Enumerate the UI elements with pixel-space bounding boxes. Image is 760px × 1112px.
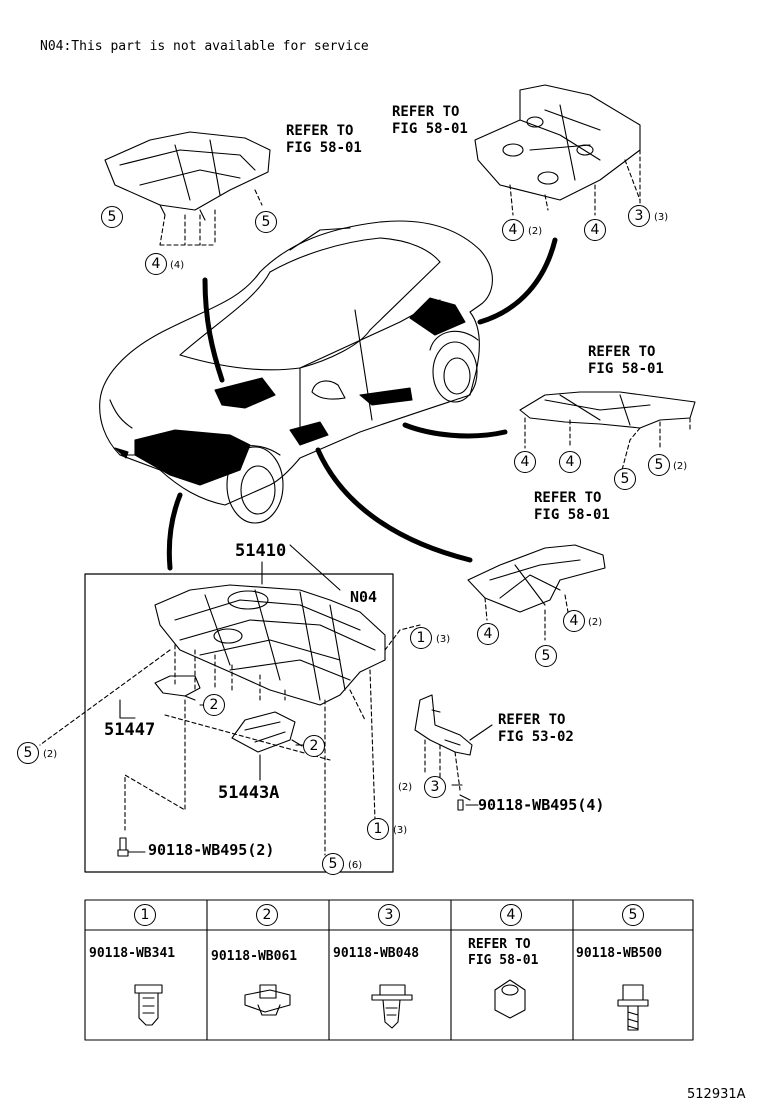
- callout-leaders: [199, 544, 479, 806]
- callout-4: 4: [514, 451, 536, 473]
- refer-fig-58-01-topleft: REFER TO FIG 58-01: [286, 123, 362, 156]
- callout-4: 4: [145, 253, 167, 275]
- callout-1: 1: [367, 818, 389, 840]
- callout-4: 4: [563, 610, 585, 632]
- refer-fig-58-01-middle: REFER TO FIG 58-01: [588, 344, 664, 377]
- qty-3: (3): [654, 212, 669, 223]
- bolt-icon-left: [117, 837, 146, 857]
- callout-5: 5: [322, 853, 344, 875]
- callout-4: 4: [502, 219, 524, 241]
- shield-front-left: [104, 131, 271, 246]
- callout-5: 5: [614, 468, 636, 490]
- callout-5: 5: [17, 742, 39, 764]
- qty-2: (2): [398, 782, 413, 793]
- shield-center-right: [519, 391, 696, 471]
- legend-table: [84, 899, 694, 1041]
- bolt-label-left: 90118-WB495(2): [148, 841, 275, 859]
- callout-5: 5: [648, 454, 670, 476]
- callout-2: 2: [303, 735, 325, 757]
- legend-clip-1: [134, 984, 163, 1026]
- callout-3: 3: [628, 205, 650, 227]
- shield-rear-right: [474, 84, 641, 216]
- legend-clip-3: [371, 984, 413, 1029]
- part-number-51410: 51410: [235, 541, 287, 561]
- qty-2: (2): [43, 749, 58, 760]
- refer-fig-53-02: REFER TO FIG 53-02: [498, 712, 574, 745]
- callout-5: 5: [101, 206, 123, 228]
- legend-label-1: 90118-WB341: [89, 946, 176, 961]
- callout-3: 3: [424, 776, 446, 798]
- callout-1: 1: [410, 627, 432, 649]
- legend-label-5: 90118-WB500: [576, 946, 663, 961]
- legend-label-4: REFER TO FIG 58-01: [468, 937, 539, 968]
- part-number-51447: 51447: [104, 720, 156, 740]
- main-shield-51410: [39, 584, 421, 856]
- legend-header-4: 4: [500, 904, 522, 926]
- shield-rear-lower: [467, 544, 606, 641]
- bolt-label-right: 90118-WB495(4): [478, 796, 605, 814]
- qty-3: (3): [393, 825, 408, 836]
- legend-header-2: 2: [256, 904, 278, 926]
- callout-4: 4: [584, 219, 606, 241]
- qty-4: (4): [170, 260, 185, 271]
- callout-4: 4: [559, 451, 581, 473]
- label-n04: N04: [350, 588, 378, 606]
- leader-curves: [166, 237, 558, 571]
- callout-4: 4: [477, 623, 499, 645]
- qty-6: (6): [348, 860, 363, 871]
- figure-id: 512931A: [687, 1087, 746, 1102]
- refer-fig-58-01-topright: REFER TO FIG 58-01: [392, 104, 468, 137]
- legend-nut-2: [244, 984, 291, 1016]
- bracket-fig-53-02: [414, 694, 493, 811]
- detail-box: [84, 573, 394, 873]
- qty-2: (2): [528, 226, 543, 237]
- legend-header-3: 3: [378, 904, 400, 926]
- legend-header-5: 5: [622, 904, 644, 926]
- callout-2: 2: [203, 694, 225, 716]
- part-51443a-bracket: [231, 711, 303, 781]
- callout-5: 5: [255, 211, 277, 233]
- legend-label-3: 90118-WB048: [333, 946, 420, 961]
- part-number-51443a: 51443A: [218, 783, 280, 803]
- legend-label-2: 90118-WB061: [211, 949, 298, 964]
- legend-nut-4: [494, 979, 526, 1019]
- qty-2: (2): [588, 617, 603, 628]
- qty-2: (2): [673, 461, 688, 472]
- legend-bolt-5: [617, 984, 649, 1031]
- callout-5: 5: [535, 645, 557, 667]
- refer-fig-58-01-lower: REFER TO FIG 58-01: [534, 490, 610, 523]
- car-shield-areas: [114, 297, 466, 486]
- qty-3: (3): [436, 634, 451, 645]
- note-n04: N04:This part is not available for servi…: [40, 39, 369, 54]
- legend-header-1: 1: [134, 904, 156, 926]
- part-51447-bracket: [119, 675, 331, 831]
